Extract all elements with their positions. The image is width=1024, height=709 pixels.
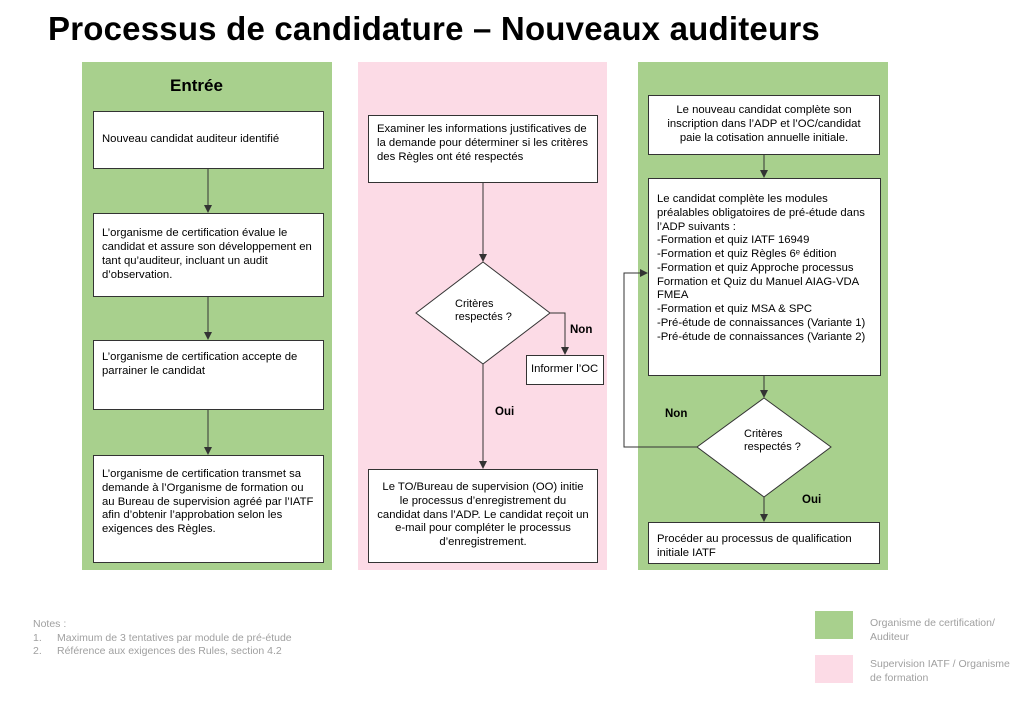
box-candidate-registration: Le nouveau candidat complète son inscrip… [648, 95, 880, 155]
label-no-3: Non [665, 408, 688, 420]
legend-swatch-pink [815, 655, 853, 683]
legend-label-pink: Supervision IATF / Organisme de formatio… [870, 658, 1010, 684]
box-certification-accepts: L’organisme de certification accepte de … [93, 340, 324, 410]
module-line: Le candidat complète les modules [657, 193, 828, 205]
box-to-initiates-registration: Le TO/Bureau de supervision (OO) initie … [368, 469, 598, 563]
page-title: Processus de candidature – Nouveaux audi… [48, 10, 820, 47]
label-yes-2: Oui [495, 406, 515, 418]
module-line: Formation et Quiz du Manuel AIAG-VDA [657, 275, 860, 288]
note-number: 1. [33, 631, 42, 644]
module-line: l’ADP suivants : [657, 220, 736, 233]
decision-criteria-text-3-top: Critères respectés ? [744, 428, 801, 454]
module-line: -Formation et quiz IATF 16949 [657, 234, 810, 247]
label-yes-3: Oui [802, 494, 822, 506]
box-initial-qualification: Procéder au processus de qualification i… [648, 522, 880, 564]
box-examine-information: Examiner les informations justificatives… [368, 115, 598, 183]
notes-heading: Notes : [33, 618, 67, 630]
module-line: -Formation et quiz Approche processus [657, 261, 854, 274]
decision-criteria-text-2-top: Critères respectés ? [455, 298, 512, 324]
module-line: -Formation et quiz MSA & SPC [657, 303, 813, 316]
module-line: préalables obligatoires de pré-étude dan… [657, 206, 865, 219]
note-item: 2. Référence aux exigences des Rules, se… [33, 645, 292, 659]
box-prestudy-modules: Le candidat complète les modules préalab… [648, 178, 881, 376]
decision-diamond-3 [696, 397, 832, 498]
note-text: Référence aux exigences des Rules, secti… [57, 645, 282, 658]
box-certification-transmits: L’organisme de certification transmet sa… [93, 455, 324, 563]
module-line: -Pré-étude de connaissances (Variante 2) [657, 330, 866, 343]
note-number: 2. [33, 645, 42, 658]
decision-diamond-2 [415, 261, 551, 365]
note-text: Maximum de 3 tentatives par module de pr… [57, 631, 292, 644]
note-item: 1. Maximum de 3 tentatives par module de… [33, 632, 292, 646]
box-certification-evaluates: L’organisme de certification évalue le c… [93, 213, 324, 297]
module-line: -Pré-étude de connaissances (Variante 1) [657, 317, 866, 330]
panel-heading-entree: Entrée [170, 76, 223, 95]
box-new-candidate: Nouveau candidat auditeur identifié [93, 111, 324, 169]
module-line: FMEA [657, 289, 689, 302]
notes: Notes : 1. Maximum de 3 tentatives par m… [33, 618, 292, 659]
module-line: -Formation et quiz Règles 6ᵉ édition [657, 248, 837, 261]
legend-label-green: Organisme de certification/ Auditeur [870, 617, 995, 643]
arrow-decision-no [550, 312, 569, 355]
arrow-decision-no-loop [623, 269, 697, 448]
box-inform-oc: Informer l’OC [526, 355, 604, 385]
legend-swatch-green [815, 611, 853, 639]
label-no-2: Non [570, 324, 593, 336]
